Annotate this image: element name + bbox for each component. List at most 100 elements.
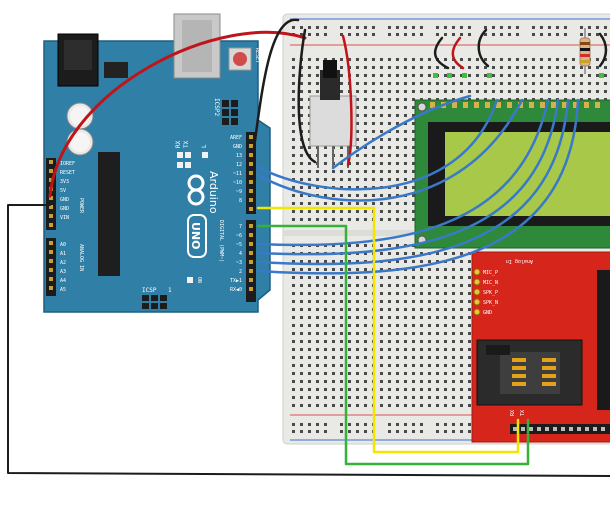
breadboard-hole	[364, 332, 367, 335]
breadboard-hole	[324, 202, 327, 205]
breadboard-hole	[380, 122, 383, 125]
breadboard-hole	[364, 26, 367, 29]
breadboard-hole	[324, 210, 327, 213]
breadboard-hole	[468, 74, 471, 77]
breadboard-hole	[388, 430, 391, 433]
breadboard-hole	[356, 423, 359, 426]
breadboard-hole	[300, 364, 303, 367]
breadboard-hole	[324, 396, 327, 399]
breadboard-hole	[428, 276, 431, 279]
breadboard-hole	[388, 372, 391, 375]
breadboard-hole	[300, 388, 303, 391]
breadboard-hole	[316, 316, 319, 319]
breadboard-hole	[388, 252, 391, 255]
breadboard-hole	[404, 178, 407, 181]
breadboard-hole	[348, 33, 351, 36]
breadboard-hole	[332, 58, 335, 61]
breadboard-hole	[508, 66, 511, 69]
lcd-pin	[463, 102, 468, 108]
breadboard-hole	[372, 146, 375, 149]
breadboard-hole	[436, 388, 439, 391]
breadboard-hole	[292, 380, 295, 383]
breadboard-hole	[380, 292, 383, 295]
breadboard-hole	[332, 210, 335, 213]
breadboard-hole	[500, 58, 503, 61]
breadboard-hole	[420, 356, 423, 359]
breadboard-hole	[388, 284, 391, 287]
digital-pin	[249, 180, 253, 184]
breadboard-hole	[300, 308, 303, 311]
breadboard-hole	[316, 90, 319, 93]
breadboard-hole	[324, 404, 327, 407]
breadboard-hole	[332, 404, 335, 407]
digital-pin	[249, 153, 253, 157]
breadboard-hole	[396, 122, 399, 125]
breadboard-hole	[428, 396, 431, 399]
reset-button[interactable]	[233, 52, 247, 66]
breadboard-hole	[404, 404, 407, 407]
breadboard-hole	[396, 202, 399, 205]
breadboard-hole	[420, 33, 423, 36]
lcd-pin	[595, 102, 600, 108]
breadboard-hole	[364, 276, 367, 279]
breadboard-hole	[380, 356, 383, 359]
breadboard-hole	[444, 26, 447, 29]
breadboard-hole	[340, 356, 343, 359]
breadboard-hole	[348, 332, 351, 335]
breadboard-hole	[412, 380, 415, 383]
breadboard-hole	[356, 430, 359, 433]
breadboard-hole	[572, 66, 575, 69]
breadboard-hole	[388, 98, 391, 101]
breadboard-hole	[300, 26, 303, 29]
breadboard-hole	[412, 423, 415, 426]
breadboard-hole	[364, 162, 367, 165]
breadboard-hole	[324, 364, 327, 367]
breadboard-hole	[356, 162, 359, 165]
breadboard-hole	[412, 98, 415, 101]
breadboard-hole	[412, 33, 415, 36]
breadboard-hole	[564, 74, 567, 77]
breadboard-hole	[412, 388, 415, 391]
breadboard-hole	[364, 186, 367, 189]
icsp2-label: ICSP2	[213, 98, 220, 116]
breadboard-hole	[412, 74, 415, 77]
breadboard-hole	[468, 404, 471, 407]
breadboard-hole	[364, 284, 367, 287]
breadboard-hole	[420, 260, 423, 263]
breadboard-hole	[340, 218, 343, 221]
breadboard-hole	[508, 90, 511, 93]
breadboard-hole	[340, 348, 343, 351]
breadboard-hole	[412, 276, 415, 279]
breadboard-hole	[396, 396, 399, 399]
breadboard-hole	[404, 58, 407, 61]
breadboard-hole	[404, 202, 407, 205]
breadboard-hole	[340, 58, 343, 61]
uno-badge	[187, 214, 207, 258]
breadboard-hole	[356, 74, 359, 77]
breadboard-hole	[412, 154, 415, 157]
breadboard-hole	[572, 82, 575, 85]
breadboard-hole	[308, 260, 311, 263]
breadboard-hole	[428, 324, 431, 327]
breadboard-hole	[484, 90, 487, 93]
breadboard-hole	[412, 316, 415, 319]
breadboard-hole	[516, 66, 519, 69]
breadboard-hole	[292, 324, 295, 327]
breadboard-hole	[300, 430, 303, 433]
breadboard-hole	[308, 178, 311, 181]
breadboard-hole	[444, 324, 447, 327]
power-section-label: POWER	[78, 198, 84, 214]
breadboard-hole	[516, 90, 519, 93]
breadboard-hole	[300, 292, 303, 295]
breadboard-hole	[420, 372, 423, 375]
breadboard-hole	[332, 178, 335, 181]
breadboard-hole	[348, 308, 351, 311]
icsp-pin	[160, 295, 167, 301]
lcd-module	[414, 99, 610, 249]
breadboard-hole	[308, 388, 311, 391]
breadboard-hole	[412, 58, 415, 61]
breadboard-hole	[364, 300, 367, 303]
potentiometer-knob[interactable]	[323, 60, 337, 78]
